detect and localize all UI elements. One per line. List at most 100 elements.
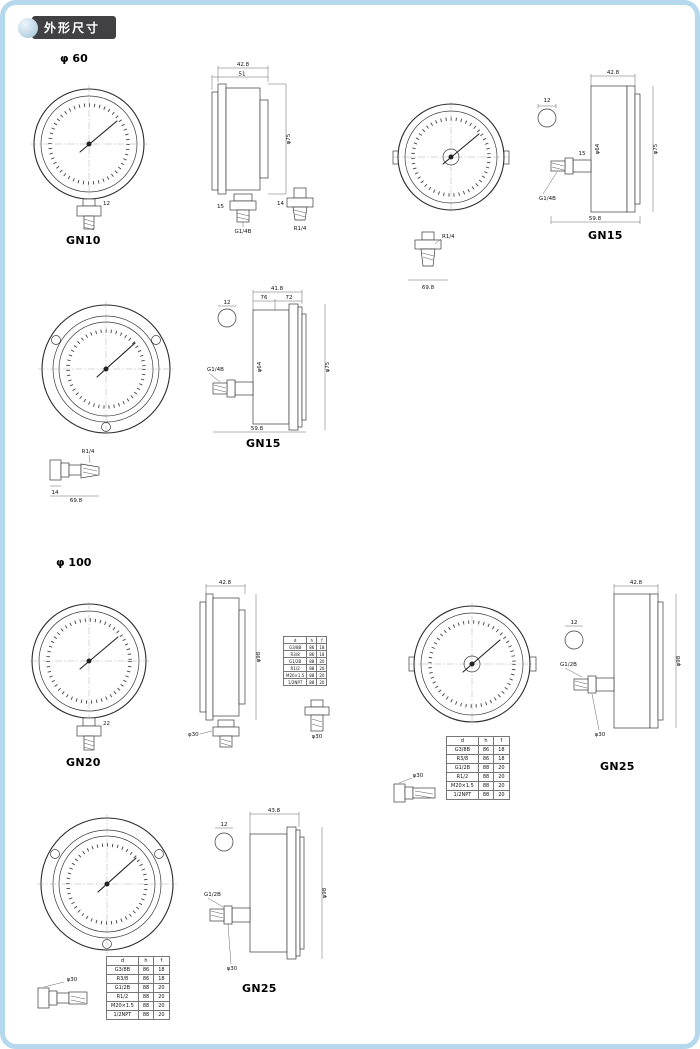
gn20-side-drawing: 42.8 φ98 φ30 (188, 580, 262, 748)
stem (76, 717, 102, 751)
dim-flange-diameter: φ75 (325, 361, 331, 372)
table-cell: R3/8 (446, 754, 479, 764)
label-thread: G1/2B (204, 892, 221, 898)
hex-leader (227, 923, 232, 965)
dim-alt-total: 69.8 (422, 285, 435, 291)
gn20-side-view: 42.8 φ98 φ30 (186, 578, 268, 750)
gn25b-side-drawing: 43.8 12 φ98 G1/2B φ30 (204, 808, 328, 972)
depth-dimension (205, 584, 246, 594)
needle (97, 857, 137, 893)
table-cell: 20 (493, 763, 510, 773)
gn15a-front-view (390, 98, 512, 220)
table-cell: 88 (477, 772, 495, 782)
gn15a-side-view: 12 42.8 φ64 φ75 15 G1/4B 59.8 (527, 66, 669, 238)
hole-detail (564, 625, 584, 650)
table-cell: 20 (493, 790, 510, 800)
center-lines (37, 814, 177, 954)
table-cell: G3/8B (282, 643, 308, 651)
table-cell: M20×1.5 (446, 781, 479, 791)
gn20-front-drawing: 22 (30, 602, 150, 751)
case-profile (211, 83, 269, 195)
case-profile (613, 593, 664, 729)
dim-hex: φ30 (595, 732, 606, 738)
dim-depth: 42.8 (219, 580, 232, 586)
table-header-cell: h (306, 636, 318, 644)
thread-leader (564, 667, 583, 678)
depth-dimension (590, 74, 636, 86)
table-cell: 88 (477, 763, 495, 773)
label-thread: G1/4B (539, 196, 556, 202)
depth-dimensions (211, 66, 269, 90)
header-bullet-icon (18, 17, 38, 38)
hole-detail (537, 104, 557, 128)
dim-alt-hex: φ30 (312, 734, 323, 740)
gn20-front-view: 22 (26, 598, 156, 756)
stem (550, 157, 592, 175)
table-cell: G3/8B (446, 745, 479, 755)
gn20-alt-connector: φ30 (296, 696, 338, 740)
stem (212, 719, 240, 748)
table-cell: R3/8 (106, 974, 139, 984)
back-connection-circle (442, 148, 460, 166)
stem (229, 193, 257, 223)
gn25b-front-view (33, 810, 183, 962)
table-cell: 1/2NPT (446, 790, 479, 800)
dim-case-diameter: φ98 (256, 651, 262, 662)
gn25b-side-view: 43.8 12 φ98 G1/2B φ30 (196, 806, 332, 974)
label-thread: G1/4B (207, 367, 224, 373)
gn25b-alt-connector: φ30 (30, 972, 94, 1022)
gn25a-alt-connector: φ30 (388, 768, 444, 816)
label-alt-thread: R1/4 (82, 449, 95, 455)
dim-alt-square: 14 (277, 201, 284, 207)
gn25a-side-drawing: 42.8 12 φ98 G1/2B φ30 (560, 580, 682, 738)
gn15b-front-view (33, 297, 181, 445)
total-length-dimension (550, 216, 641, 224)
table-cell: 18 (153, 965, 170, 975)
gn25b-front-drawing (37, 814, 177, 954)
table-cell: 1/2NPT (282, 678, 308, 686)
alt-connector-detail (286, 187, 314, 221)
page-title: 外形尺寸 (32, 16, 117, 39)
table-header-cell: d (446, 736, 479, 746)
table-cell: 88 (477, 781, 495, 791)
table-cell: 86 (137, 974, 155, 984)
table-cell: 86 (137, 965, 155, 975)
dim-alt-total: 69.8 (70, 498, 83, 504)
table-header-cell: f (153, 956, 170, 966)
table-cell: 86 (477, 754, 495, 764)
table-cell: 18 (316, 643, 328, 651)
table-cell: 86 (306, 643, 318, 651)
connector-body (414, 231, 442, 267)
alt-thread-leader (434, 238, 442, 245)
gn10-front-drawing: 12 (30, 85, 148, 231)
dim-total: 59.8 (589, 216, 602, 222)
table-cell: 20 (493, 781, 510, 791)
gn15a-connector-drawing: R1/4 69.8 (408, 231, 455, 291)
gn25a-connector-drawing: φ30 (393, 773, 436, 803)
table-header-cell: f (493, 736, 510, 746)
table-cell: 88 (306, 664, 318, 672)
dim-hole: 12 (224, 300, 231, 306)
stem (76, 198, 102, 231)
stem (573, 675, 615, 694)
table-cell: 20 (153, 1001, 170, 1011)
gn10-side-drawing: 42.8 51 φ75 15 G1/4B 14 R1/4 (211, 62, 314, 235)
table-cell: R1/2 (446, 772, 479, 782)
gn25a-front-view (405, 600, 540, 735)
dim-hole: 12 (544, 98, 551, 104)
gn25b-connector-drawing: φ30 (37, 977, 88, 1009)
case-profile (199, 593, 246, 721)
table-header-cell: h (137, 956, 155, 966)
table-cell: 20 (153, 1010, 170, 1020)
depth-dimension (613, 584, 659, 594)
dim-hex: φ30 (188, 732, 199, 738)
